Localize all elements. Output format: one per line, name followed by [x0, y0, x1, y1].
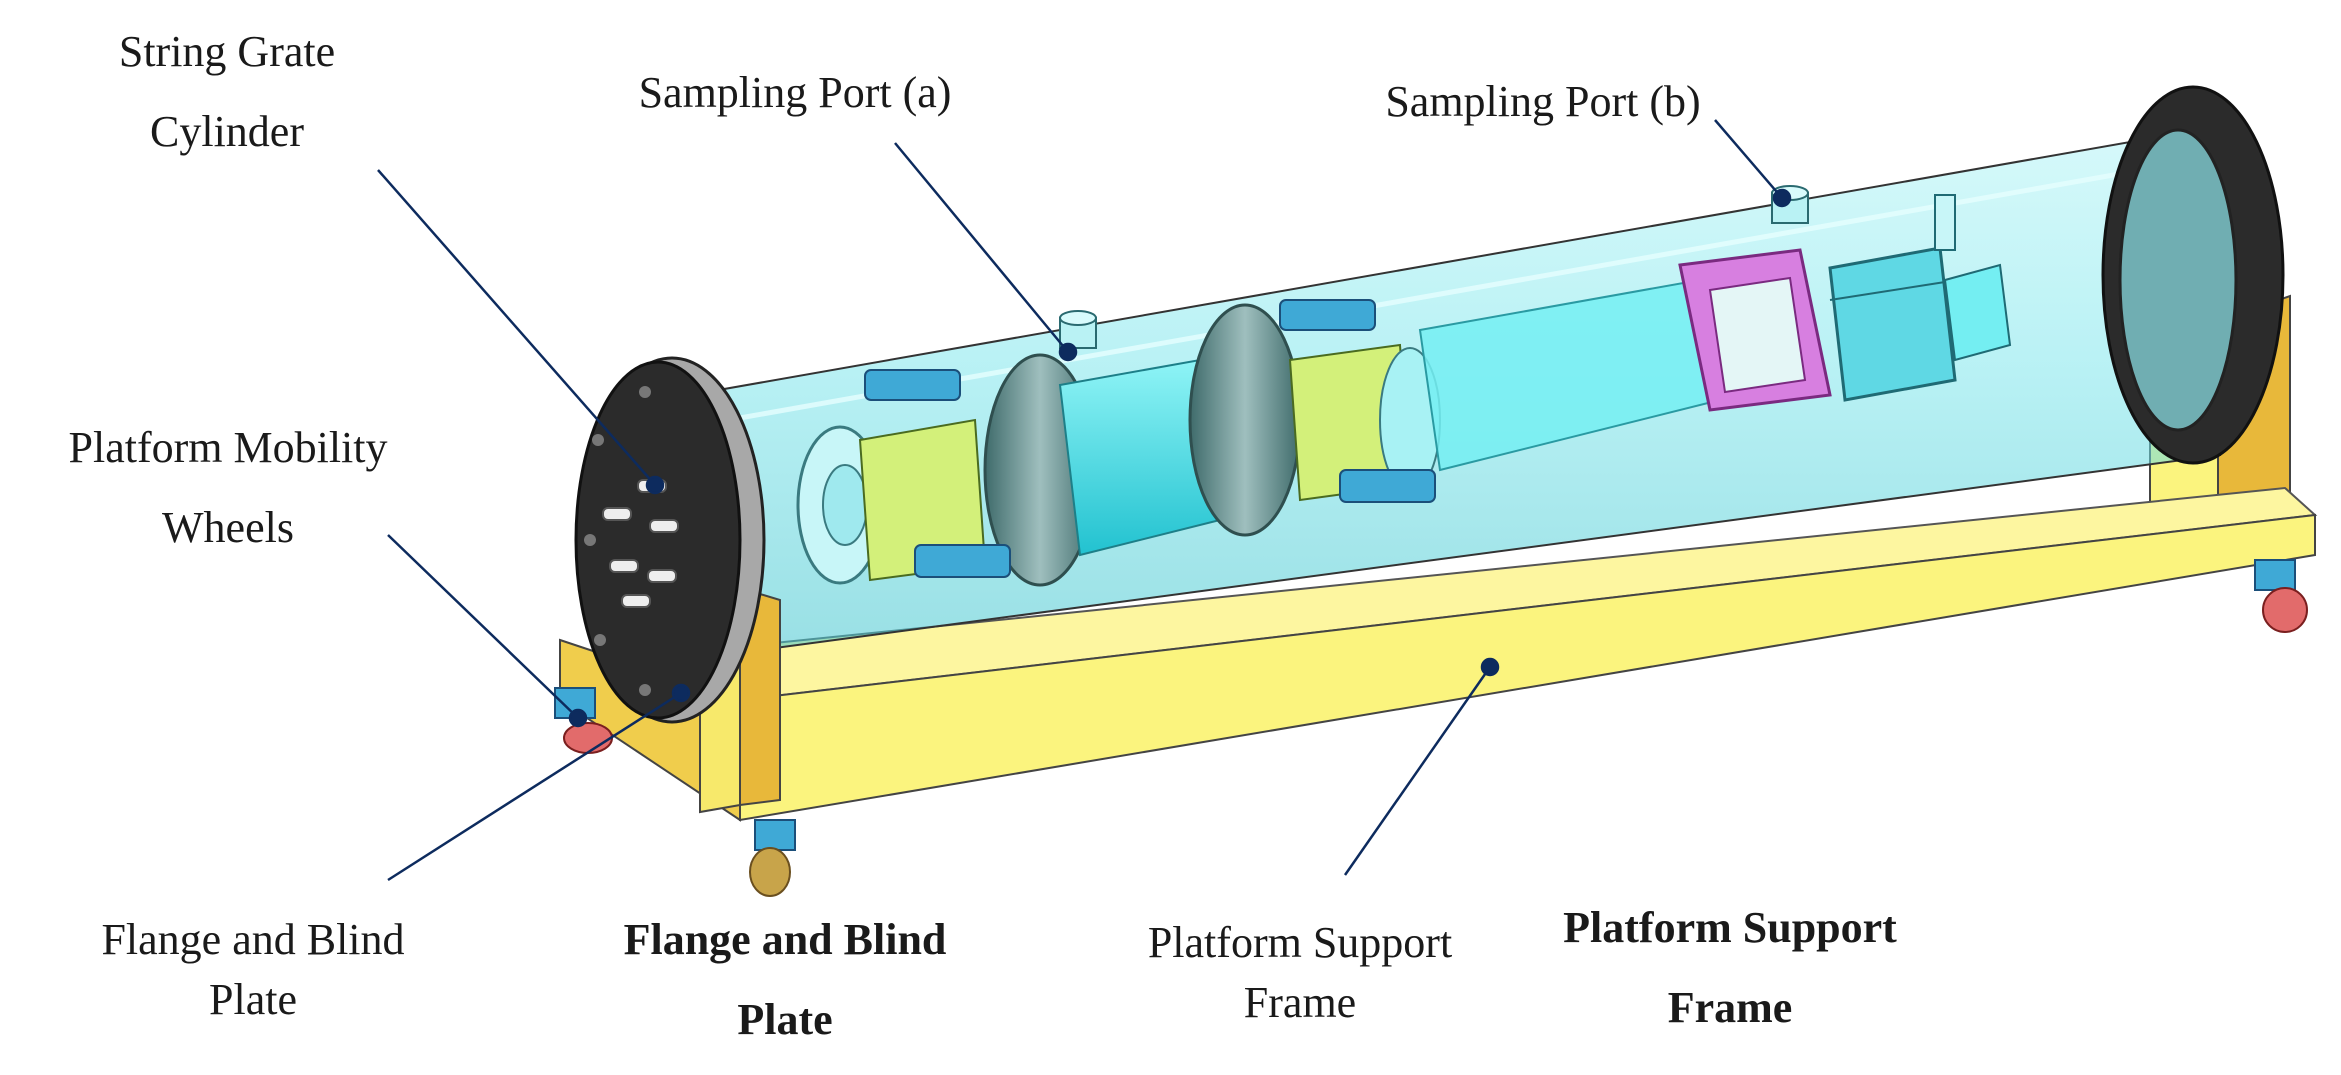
label-flange-blind-plate-1-line2: Plate [209, 975, 297, 1024]
leader-flange-blind-plate [387, 691, 682, 882]
label-platform-support-frame-2-line2: Frame [1667, 983, 1793, 1032]
sampling-port-b [1771, 185, 1809, 224]
label-sampling-port-b-text: Sampling Port (b) [1385, 77, 1701, 126]
leader-string-grate [377, 169, 656, 486]
leader-lines [377, 119, 1792, 882]
label-sampling-port-b: Sampling Port (b) [1385, 62, 1700, 142]
label-platform-support-frame-2-line1: Platform Support [1563, 903, 1897, 952]
leader-mobility-wheels [387, 534, 579, 719]
flange-and-blind-plate-left [574, 356, 766, 724]
platform-mobility-wheel-front-right [749, 819, 796, 897]
platform-mobility-wheel-rear [2254, 559, 2308, 633]
label-string-grate-cylinder-line1: String Grate [118, 27, 336, 76]
clamp-rear-bottom [1339, 469, 1436, 503]
motor-box [1828, 246, 1957, 402]
label-sampling-port-a-text: Sampling Port (a) [638, 68, 952, 117]
label-platform-mobility-wheels-line1: Platform Mobility [68, 423, 388, 472]
label-platform-mobility-wheels: Platform Mobility Wheels [69, 408, 388, 568]
clamp-rear-top [1279, 299, 1376, 331]
label-string-grate-cylinder-line2: Cylinder [150, 107, 304, 156]
flange-right-window [2118, 128, 2238, 432]
label-flange-blind-plate-1: Flange and Blind Plate [101, 900, 404, 1040]
label-flange-blind-plate-2-line2: Plate [737, 995, 833, 1044]
label-sampling-port-a: Sampling Port (a) [639, 53, 952, 133]
clamp-front-top [864, 369, 961, 401]
label-string-grate-cylinder: String Grate Cylinder [119, 12, 335, 172]
label-flange-blind-plate-2: Flange and Blind Plate [624, 900, 947, 1060]
label-platform-support-frame-1-line2: Frame [1243, 978, 1357, 1027]
label-flange-blind-plate-2-line1: Flange and Blind [623, 915, 947, 964]
leader-sampling-port-b [1714, 119, 1783, 199]
leader-support-frame [1343, 666, 1492, 876]
sampling-port-a [1059, 310, 1097, 349]
flange-and-blind-plate-right [2101, 85, 2285, 465]
label-platform-support-frame-1: Platform Support Frame [1148, 903, 1452, 1043]
label-platform-support-frame-1-line1: Platform Support [1147, 918, 1453, 967]
flange-left-bolts [584, 386, 651, 696]
pipe-robot [796, 194, 2012, 587]
drive-arm [1943, 263, 2012, 362]
clamp-front-bottom [914, 544, 1011, 578]
label-flange-blind-plate-1-line1: Flange and Blind [101, 915, 405, 964]
label-platform-mobility-wheels-line2: Wheels [162, 503, 294, 552]
flange-left-face [574, 360, 742, 720]
tire-rear [1188, 303, 1302, 537]
label-platform-support-frame-2: Platform Support Frame [1563, 888, 1897, 1048]
left-upright-side [739, 586, 781, 807]
leader-sampling-port-a [894, 142, 1069, 353]
